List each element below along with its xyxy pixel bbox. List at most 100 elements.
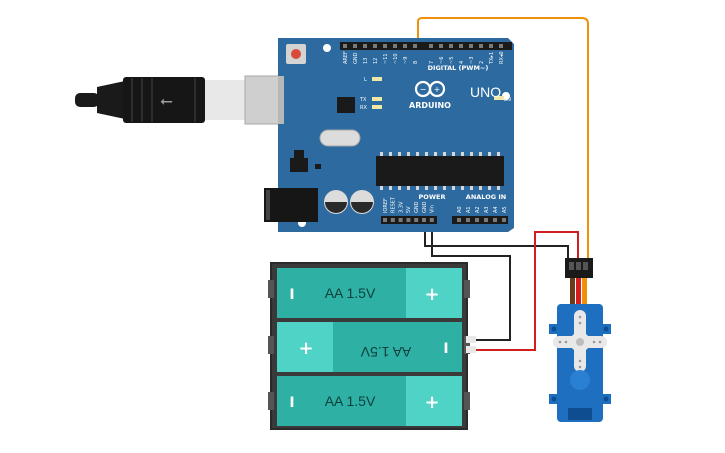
digital-label: DIGITAL (PWM~) (428, 64, 489, 72)
chip-pin (461, 186, 464, 190)
header-pin[interactable] (475, 218, 479, 222)
svg-text:+: + (434, 85, 441, 94)
analog-header (452, 216, 508, 224)
pin-label: A0 (457, 206, 463, 213)
pin-label: A1 (466, 206, 472, 213)
header-pin[interactable] (353, 44, 357, 48)
led-rx (372, 105, 382, 109)
header-pin[interactable] (499, 44, 503, 48)
pin-label: Vin (430, 205, 436, 213)
header-pin[interactable] (422, 218, 426, 222)
header-pin[interactable] (343, 44, 347, 48)
arduino-logo: − + (414, 80, 446, 98)
battery-minus: I (443, 341, 448, 357)
pin-label: ~10 (393, 53, 399, 64)
battery-label: AA 1.5V (360, 344, 411, 360)
pin-label: A2 (475, 206, 481, 213)
chip-pin (434, 186, 437, 190)
header-pin[interactable] (413, 44, 417, 48)
chip-pin (497, 186, 500, 190)
signal-wire[interactable] (417, 17, 589, 262)
header-pin[interactable] (390, 218, 395, 222)
power-jack[interactable] (264, 188, 318, 222)
header-pin[interactable] (398, 218, 403, 222)
pin-label: ~6 (439, 57, 445, 64)
header-pin[interactable] (469, 44, 473, 48)
pin-label: 12 (373, 58, 379, 64)
chip-small (337, 97, 355, 113)
battery-terminal-positive[interactable] (466, 346, 476, 353)
power-wire[interactable] (475, 231, 579, 351)
header-pin[interactable] (429, 44, 433, 48)
analog-label: ANALOG IN (466, 193, 506, 201)
pin-label: 7 (429, 61, 435, 64)
servo-motor[interactable] (549, 258, 611, 422)
pin-label: 8 (413, 61, 419, 64)
pin-label: GND (422, 201, 428, 213)
ground-wire-battery[interactable] (431, 222, 511, 341)
header-pin[interactable] (383, 218, 387, 222)
chip-pin (407, 152, 410, 156)
power-label: POWER (419, 193, 446, 201)
header-pin[interactable] (406, 218, 411, 222)
chip-pin (380, 186, 383, 190)
header-pin[interactable] (429, 218, 434, 222)
pin-label: ~9 (403, 57, 409, 64)
regulator (290, 158, 308, 172)
chip-pin (443, 186, 446, 190)
pin-label: ~11 (383, 53, 389, 64)
chip-pin (389, 186, 392, 190)
header-pin[interactable] (479, 44, 483, 48)
led-tx (372, 97, 382, 101)
header-pin[interactable] (383, 44, 387, 48)
servo-horn[interactable] (553, 310, 607, 372)
chip-pin (488, 186, 491, 190)
battery-plus: + (298, 338, 313, 359)
arduino-model: UNO (470, 84, 501, 100)
atmega-chip (376, 156, 504, 186)
digital-header (340, 42, 512, 50)
header-pin[interactable] (457, 218, 461, 222)
header-pin[interactable] (484, 218, 488, 222)
ground-wire-servo[interactable] (424, 222, 569, 262)
chip-pin (416, 152, 419, 156)
header-pin[interactable] (393, 44, 397, 48)
battery-minus: I (289, 287, 294, 303)
pin-label: ~3 (469, 57, 475, 64)
pin-label: 3.3V (398, 201, 404, 213)
battery-holder[interactable]: I AA 1.5V + + AA 1.5V I I AA 1.5V + (268, 262, 476, 430)
pin-label: A3 (484, 206, 490, 213)
header-pin[interactable] (373, 44, 377, 48)
pin-label: RESET (391, 196, 397, 213)
chip-pin (407, 186, 410, 190)
header-pin[interactable] (414, 218, 419, 222)
chip-pin (470, 186, 473, 190)
header-pin[interactable] (439, 44, 443, 48)
header-pin[interactable] (363, 44, 367, 48)
header-pin[interactable] (449, 44, 453, 48)
header-pin[interactable] (493, 218, 497, 222)
chip-pin (380, 152, 383, 156)
chip-pin (497, 152, 500, 156)
header-pin[interactable] (459, 44, 463, 48)
header-pin[interactable] (502, 218, 506, 222)
header-pin[interactable] (466, 218, 470, 222)
header-pin[interactable] (403, 44, 407, 48)
led-on (494, 96, 504, 100)
battery-3: I AA 1.5V + (277, 376, 462, 426)
chip-pin (470, 152, 473, 156)
pin-label: 5V (406, 206, 412, 213)
battery-label: AA 1.5V (325, 285, 376, 301)
chip-pin (479, 186, 482, 190)
battery-terminal-negative[interactable] (466, 336, 476, 343)
led-l-label: L (364, 77, 367, 83)
led-rx-label: RX (360, 105, 367, 111)
battery-2: + AA 1.5V I (277, 322, 462, 372)
usb-cable: ⭠ (75, 75, 284, 125)
chip-pin (452, 152, 455, 156)
battery-minus: I (289, 395, 294, 411)
header-pin[interactable] (489, 44, 493, 48)
battery-plus: + (424, 284, 439, 305)
